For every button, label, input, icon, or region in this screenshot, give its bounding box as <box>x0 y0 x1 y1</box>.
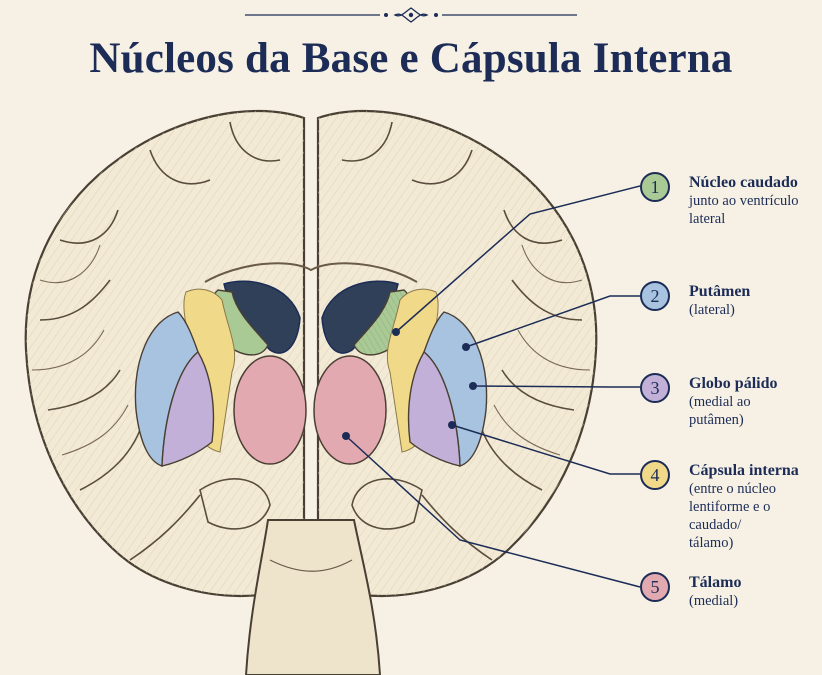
leader-line-3 <box>472 385 640 388</box>
corpus-callosum <box>204 262 418 283</box>
structure-name: Tálamo <box>689 574 742 591</box>
structure-name: Núcleo caudado <box>689 174 798 191</box>
leader-line-4 <box>451 424 640 475</box>
internal-capsules <box>183 288 439 453</box>
structure-label: Núcleo caudado junto ao ventrículo latera… <box>689 174 799 228</box>
structure-description: (medial ao putâmen) <box>689 394 751 428</box>
structure-label: Globo pálido (medial ao putâmen) <box>689 375 777 429</box>
label-number-badge: 3 <box>640 373 670 403</box>
structure-description: junto ao ventrículo lateral <box>689 193 799 227</box>
leader-lines <box>345 185 641 588</box>
structure-description: (lateral) <box>689 302 735 318</box>
page-title: Núcleos da Base e Cápsula Interna <box>89 35 733 82</box>
structure-label: Tálamo (medial) <box>689 574 741 610</box>
label-number-badge: 2 <box>640 281 670 311</box>
label-number-badge: 5 <box>640 572 670 602</box>
putamen <box>134 311 488 467</box>
lateral-ventricles <box>223 280 399 354</box>
leader-line-5 <box>345 435 641 588</box>
structure-description: (entre o núcleo lentiforme e o caudado/ … <box>689 481 776 551</box>
leader-line-1 <box>395 185 641 333</box>
structure-name: Cápsula interna <box>689 462 799 479</box>
label-number-badge: 1 <box>640 172 670 202</box>
structure-name: Globo pálido <box>689 375 778 392</box>
leader-dots <box>342 328 477 440</box>
thalami <box>233 355 387 465</box>
title-ornament <box>245 7 577 23</box>
structure-label: Cápsula interna (entre o núcleo lentiform… <box>689 462 822 552</box>
structure-description: (medial) <box>689 593 739 609</box>
label-number-badge: 4 <box>640 460 670 490</box>
structure-label: Putâmen (lateral) <box>689 283 750 319</box>
globus-pallidus <box>161 350 461 467</box>
leader-line-2 <box>465 295 640 348</box>
structure-name: Putâmen <box>689 283 751 300</box>
brainstem <box>244 519 382 675</box>
